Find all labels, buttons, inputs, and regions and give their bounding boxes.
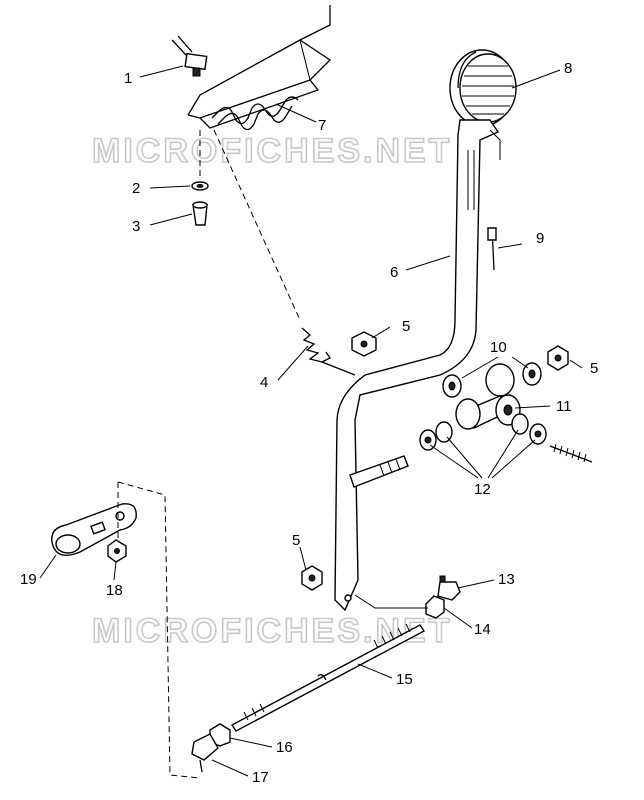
washer: [191, 181, 209, 191]
lever-alignment-line: [117, 481, 201, 779]
callout-18: 18: [106, 582, 123, 599]
callout-17: 17: [252, 769, 269, 786]
callout-10: 10: [490, 339, 507, 356]
return-spring: [213, 129, 356, 376]
nut-upper: [351, 331, 377, 357]
bushing: [192, 201, 208, 226]
nut-right: [547, 345, 569, 371]
watermark-top: MICROFICHES.NET: [92, 132, 452, 170]
brake-lever: [51, 503, 137, 556]
pivot-shaft: [349, 455, 409, 488]
spring-holder: [211, 96, 299, 131]
jam-nut-upper: [425, 595, 445, 619]
callout-9: 9: [536, 230, 544, 247]
callout-1: 1: [124, 70, 132, 87]
callout-13: 13: [498, 571, 515, 588]
brake-rod: [230, 623, 426, 732]
pivot-bushing: [455, 363, 521, 430]
washer-set: [419, 413, 547, 451]
callout-3: 3: [132, 218, 140, 235]
threaded-bolt: [549, 443, 593, 463]
brake-switch: [171, 35, 208, 77]
floor-plate: [187, 5, 332, 129]
cotter-pin: [487, 227, 497, 271]
callout-8: 8: [564, 60, 572, 77]
callout-4: 4: [260, 374, 268, 391]
callout-5-right: 5: [590, 360, 598, 377]
callout-5-upper: 5: [402, 318, 410, 335]
nut-lower: [301, 565, 323, 591]
pedal-arm: [334, 119, 501, 612]
callout-19: 19: [20, 571, 37, 588]
link-line-upper: [354, 594, 428, 609]
callout-12: 12: [474, 481, 491, 498]
callout-14: 14: [474, 621, 491, 638]
callout-2: 2: [132, 180, 140, 197]
rod-end-lower: [191, 733, 219, 773]
callout-5-lower: 5: [292, 532, 300, 549]
washer-left: [442, 374, 462, 398]
callout-16: 16: [276, 739, 293, 756]
callout-leaders: [39, 65, 583, 777]
pedal-pad: [449, 49, 517, 127]
callout-11: 11: [556, 398, 572, 415]
callout-6: 6: [390, 264, 398, 281]
callout-15: 15: [396, 671, 413, 688]
washer-right: [522, 362, 542, 386]
lever-nut: [107, 539, 127, 563]
rod-end-upper: [437, 575, 461, 601]
callout-7: 7: [318, 117, 326, 134]
